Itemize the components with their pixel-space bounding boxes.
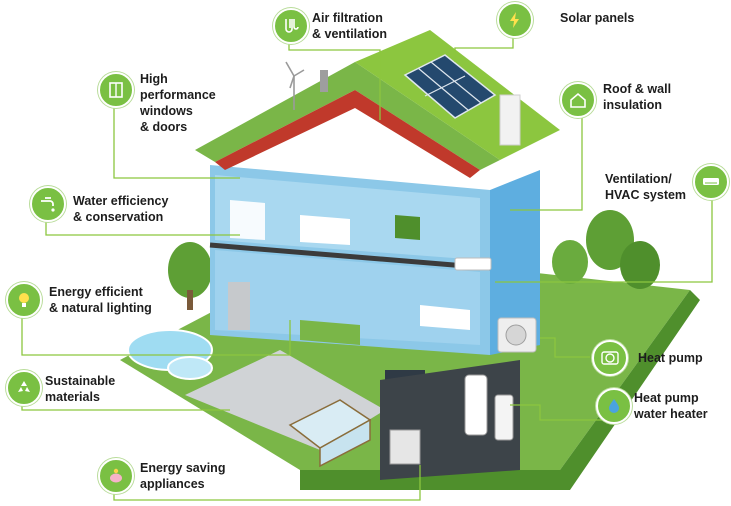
label-line: materials — [45, 390, 100, 404]
hvac-unit — [454, 257, 492, 271]
lightning-icon — [497, 2, 533, 38]
solar-panels — [403, 54, 497, 119]
ac-unit-icon — [693, 164, 729, 200]
label-sustainable-materials: Sustainable materials — [45, 373, 115, 405]
label-line: water heater — [634, 407, 708, 421]
label-line: Sustainable — [45, 374, 116, 388]
label-line: Heat pump — [634, 391, 699, 405]
label-line: Energy saving — [140, 461, 226, 475]
label-line: Ventilation/ — [605, 172, 672, 186]
fan-icon — [592, 340, 628, 376]
piggy-bank-icon — [98, 458, 134, 494]
label-windows-doors: High performance windows & doors — [140, 71, 216, 135]
chimney — [499, 94, 521, 146]
label-line: & ventilation — [312, 27, 388, 41]
label-line: & natural lighting — [49, 301, 152, 315]
label-water-efficiency: Water efficiency & conservation — [73, 193, 168, 225]
label-air-filtration: Air filtration & ventilation — [312, 10, 387, 42]
label-line: HVAC system — [605, 188, 687, 202]
label-line: appliances — [140, 477, 205, 491]
label-line: & doors — [140, 120, 188, 134]
recycle-icon — [6, 370, 42, 406]
label-heat-pump: Heat pump — [638, 350, 703, 366]
label-heat-pump-water-heater: Heat pump water heater — [634, 390, 708, 422]
water-drop-icon — [596, 388, 632, 424]
label-line: Solar panels — [560, 11, 635, 25]
label-hvac: Ventilation/ HVAC system — [605, 171, 686, 203]
label-line: performance — [140, 88, 216, 102]
faucet-icon — [30, 186, 66, 222]
lightbulb-icon — [6, 282, 42, 318]
label-appliances: Energy saving appliances — [140, 460, 225, 492]
label-line: Roof & wall — [603, 82, 672, 96]
filter-icon — [273, 8, 309, 44]
greenhouse — [288, 399, 372, 468]
window-icon — [98, 72, 134, 108]
label-line: Air filtration — [312, 11, 383, 25]
label-solar-panels: Solar panels — [560, 10, 634, 26]
trees — [168, 210, 660, 310]
house-icon — [560, 82, 596, 118]
label-line: Heat pump — [638, 351, 703, 365]
label-line: insulation — [603, 98, 663, 112]
label-line: Water efficiency — [73, 194, 169, 208]
label-insulation: Roof & wall insulation — [603, 81, 671, 113]
label-line: windows — [140, 104, 193, 118]
house-interior — [209, 165, 491, 396]
wind-turbine — [285, 61, 305, 110]
label-lighting: Energy efficient & natural lighting — [49, 284, 152, 316]
label-line: Energy efficient — [49, 285, 143, 299]
house-side-wall — [490, 170, 540, 355]
label-line: High — [140, 72, 168, 86]
label-line: & conservation — [73, 210, 164, 224]
